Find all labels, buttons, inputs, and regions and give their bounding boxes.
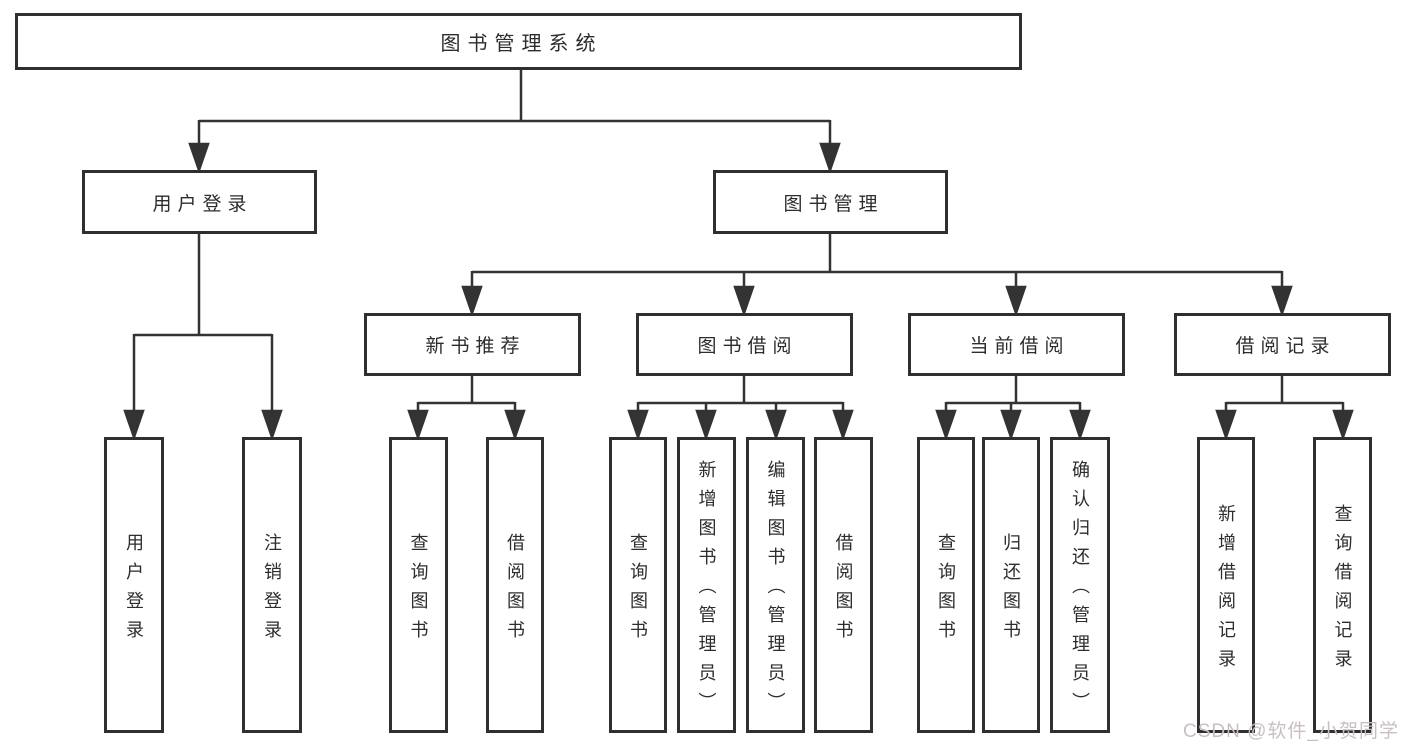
connector-arrowhead (261, 409, 283, 441)
node-borrow-books-action: 借阅图书 (814, 437, 873, 733)
connector-user-login-to-children (123, 234, 283, 441)
node-query-borrow-record: 查询借阅记录 (1313, 437, 1372, 733)
node-new-book-recommend-label: 新书推荐 (425, 336, 526, 357)
node-borrow-books-action-label: 借阅图书 (833, 532, 854, 649)
node-user-login-action: 用户登录 (104, 437, 164, 733)
connector-root-to-level2 (188, 70, 841, 174)
node-book-borrowing-label: 图书借阅 (697, 336, 798, 357)
node-query-books-recommend: 查询图书 (389, 437, 448, 733)
connector-arrowhead (1215, 409, 1237, 441)
node-borrowing-records-label: 借阅记录 (1235, 336, 1336, 357)
node-add-book-admin-label: 新增图书（管理员） (696, 460, 717, 721)
node-library-management-system: 图书管理系统 (15, 13, 1022, 70)
node-new-book-recommend: 新书推荐 (364, 313, 581, 376)
node-book-management-label: 图书管理 (783, 193, 884, 215)
node-query-borrow-record-label: 查询借阅记录 (1332, 503, 1353, 678)
connector-arrowhead (1005, 285, 1027, 317)
node-query-books-borrowing: 查询图书 (609, 437, 667, 733)
node-query-books-recommend-label: 查询图书 (408, 532, 429, 649)
csdn-watermark: CSDN @软件_小贺同学 (1183, 721, 1399, 742)
node-edit-book-admin-label: 编辑图书（管理员） (765, 460, 786, 721)
connector-arrowhead (188, 142, 210, 174)
node-query-books-current: 查询图书 (917, 437, 975, 733)
node-return-book: 归还图书 (982, 437, 1040, 733)
connector-arrowhead (1332, 409, 1354, 441)
node-query-books-current-label: 查询图书 (936, 532, 956, 649)
connector-arrowhead (123, 409, 145, 441)
connector-arrowhead (935, 409, 957, 441)
node-user-login-action-label: 用户登录 (124, 532, 144, 649)
node-edit-book-admin: 编辑图书（管理员） (746, 437, 805, 733)
node-return-book-label: 归还图书 (1001, 532, 1021, 649)
connector-arrowhead (1271, 285, 1293, 317)
connector-arrowhead (461, 285, 483, 317)
node-current-borrowing: 当前借阅 (908, 313, 1125, 376)
node-query-books-borrowing-label: 查询图书 (628, 532, 648, 649)
node-logout-label: 注销登录 (262, 532, 282, 649)
connector-arrowhead (407, 409, 429, 441)
connector-arrowhead (819, 142, 841, 174)
connector-arrowhead (1069, 409, 1091, 441)
node-book-management: 图书管理 (713, 170, 948, 234)
connector-arrowhead (504, 409, 526, 441)
connector-current-borrowing-to-children (935, 376, 1091, 441)
connector-arrowhead (765, 409, 787, 441)
connector-new-book-recommend-to-children (407, 376, 526, 441)
node-add-borrow-record: 新增借阅记录 (1197, 437, 1255, 733)
node-borrowing-records: 借阅记录 (1174, 313, 1391, 376)
node-logout: 注销登录 (242, 437, 302, 733)
connector-arrowhead (832, 409, 854, 441)
node-borrow-books-recommend: 借阅图书 (486, 437, 544, 733)
node-user-login-label: 用户登录 (152, 193, 253, 215)
node-confirm-return-admin-label: 确认归还（管理员） (1070, 460, 1090, 721)
node-library-management-system-label: 图书管理系统 (440, 33, 603, 55)
node-add-book-admin: 新增图书（管理员） (677, 437, 736, 733)
node-confirm-return-admin: 确认归还（管理员） (1050, 437, 1110, 733)
node-add-borrow-record-label: 新增借阅记录 (1216, 503, 1236, 678)
node-current-borrowing-label: 当前借阅 (969, 336, 1070, 357)
connector-borrowing-records-to-children (1215, 376, 1354, 441)
connector-arrowhead (695, 409, 717, 441)
connector-arrowhead (733, 285, 755, 317)
connector-arrowhead (627, 409, 649, 441)
node-book-borrowing: 图书借阅 (636, 313, 853, 376)
node-borrow-books-recommend-label: 借阅图书 (505, 532, 525, 649)
connector-book-management-to-level3 (461, 234, 1293, 317)
node-user-login: 用户登录 (82, 170, 317, 234)
connector-book-borrowing-to-children (627, 376, 854, 441)
connector-arrowhead (1000, 409, 1022, 441)
